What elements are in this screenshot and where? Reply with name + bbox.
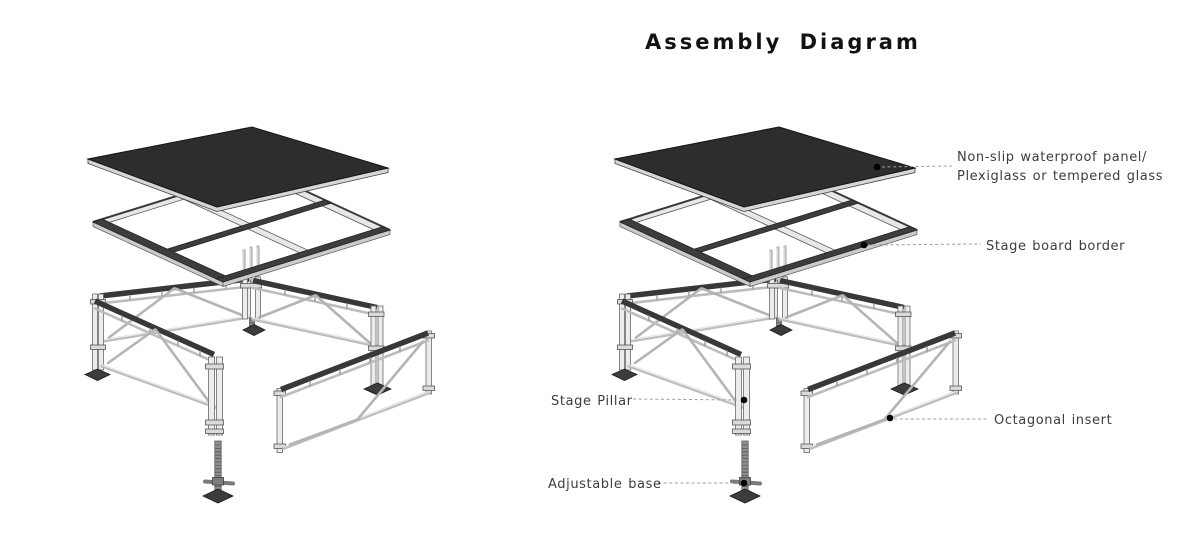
- assembly-view-right: [612, 127, 962, 503]
- label-border: Stage board border: [986, 239, 1126, 254]
- anchor-dot-octagonal: [886, 414, 894, 422]
- label-panel-line2: Plexiglass or tempered glass: [957, 169, 1164, 184]
- anchor-dot-border: [860, 241, 868, 249]
- label-pillar: Stage Pillar: [551, 394, 633, 409]
- label-base: Adjustable base: [548, 477, 662, 492]
- leader-panel: [881, 165, 953, 168]
- anchor-dot-panel: [873, 163, 881, 171]
- anchor-dot-pillar: [740, 396, 748, 404]
- annotation-leaders: [632, 163, 989, 487]
- assembly-view-left: [85, 127, 435, 503]
- label-octagonal: Octagonal insert: [994, 413, 1113, 428]
- leader-border: [867, 243, 982, 246]
- label-panel: Non-slip waterproof panel/ Plexiglass or…: [957, 148, 1163, 186]
- leader-pillar: [632, 398, 740, 401]
- anchor-dot-base: [740, 479, 748, 487]
- label-panel-line1: Non-slip waterproof panel/: [957, 150, 1148, 165]
- page-title: Assembly Diagram: [645, 30, 921, 54]
